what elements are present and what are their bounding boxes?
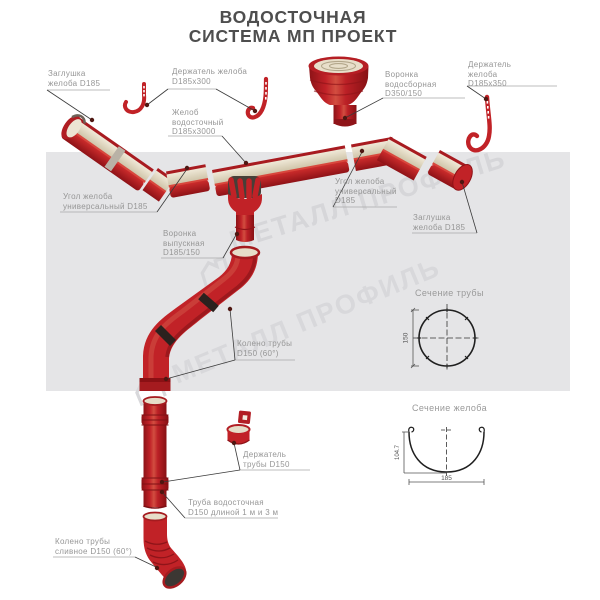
- gutter-hook-1: [123, 82, 147, 115]
- callout-line: Труба водосточная: [188, 498, 264, 507]
- background-band: [46, 152, 570, 391]
- callout-zaglushka-left: Заглушка желоба D185: [48, 69, 100, 88]
- callout-line: универсальный D185: [63, 201, 148, 211]
- pipe-section-title: Сечение трубы: [415, 288, 484, 298]
- outlet-funnel: [228, 176, 262, 242]
- callout-line: водосборная: [385, 79, 437, 89]
- gutter-corner-right-arm: [376, 136, 427, 181]
- callout-line: желоба: [468, 69, 498, 79]
- callout-line: Угол желоба: [335, 177, 385, 186]
- callout-line: D185х3000: [172, 127, 216, 136]
- callout-line: желоба D185: [413, 222, 466, 232]
- callout-line: D185/150: [163, 248, 201, 257]
- callout-voronka-vypusknaya: Воронка выпускная D185/150: [163, 229, 205, 258]
- elbow-assembly: [139, 245, 261, 391]
- callout-derzhatel-300: Держатель желоба D185х300: [172, 67, 247, 86]
- pipe-section-diagram: 150: [403, 304, 481, 372]
- page-title: ВОДОСТОЧНАЯ СИСТЕМА МП ПРОЕКТ: [93, 8, 493, 46]
- callout-line: Угол желоба: [63, 192, 113, 201]
- watermark-logo-icon: [200, 256, 232, 287]
- callout-line: сливное D150 (60°): [55, 546, 133, 556]
- callout-voronka-vodosbornaya: Воронка водосборная D350/150: [385, 70, 437, 99]
- callout-line: водосточный: [172, 117, 224, 127]
- gutter-hook-3: [466, 94, 492, 153]
- callout-truba: Труба водосточная D150 длиной 1 м и 3 м: [188, 498, 278, 517]
- callout-leaders: [46, 85, 487, 568]
- callout-zhelob: Желоб водосточный D185х3000: [172, 108, 224, 137]
- collector-funnel: [308, 56, 369, 127]
- callout-line: трубы D150: [243, 459, 290, 469]
- callout-line: универсальный: [335, 186, 397, 196]
- page-title-line2: СИСТЕМА МП ПРОЕКТ: [188, 26, 398, 46]
- gutter-right-end: [427, 150, 473, 191]
- pipe-section-diameter-label: 150: [403, 332, 410, 343]
- callout-line: желоба D185: [48, 78, 101, 88]
- callout-derzhatel-truby: Держатель трубы D150: [243, 450, 290, 469]
- callout-line: D185: [335, 196, 356, 205]
- callout-ugol-right: Угол желоба универсальный D185: [335, 177, 397, 206]
- callout-line: D185х350: [468, 79, 507, 88]
- callout-dots: [89, 96, 489, 571]
- gutter-section-width-label: 185: [441, 475, 452, 482]
- callout-ugol-left: Угол желоба универсальный D185: [63, 192, 148, 211]
- callout-koleno: Колено трубы D150 (60°): [237, 339, 292, 358]
- callout-line: Воронка: [163, 229, 197, 238]
- callout-line: Держатель: [243, 450, 287, 459]
- gutter-left-run: [61, 114, 154, 191]
- callout-line: Держатель желоба: [172, 67, 248, 76]
- callout-line: Колено трубы: [237, 339, 293, 348]
- callout-derzhatel-350: Держатель желоба D185х350: [468, 60, 511, 89]
- callout-line: Желоб: [172, 108, 199, 117]
- gutter-hook-2: [245, 76, 269, 120]
- gutter-section-title: Сечение желоба: [412, 403, 488, 413]
- callout-line: Колено трубы: [55, 537, 111, 546]
- gutter-section-height-label: 104.7: [395, 444, 401, 460]
- callout-line: D150 длиной 1 м и 3 м: [188, 507, 279, 517]
- callout-line: Заглушка: [48, 69, 86, 78]
- callout-koleno-slivnoe: Колено трубы сливное D150 (60°): [55, 537, 132, 556]
- page-title-line1: ВОДОСТОЧНАЯ: [219, 7, 367, 27]
- callout-line: выпускная: [163, 238, 205, 248]
- callout-line: Держатель: [468, 60, 512, 69]
- drain-elbow: [142, 511, 187, 589]
- callout-line: D150 (60°): [237, 348, 279, 358]
- gutter-section-diagram: 104.7 185: [395, 426, 485, 485]
- downpipe: [141, 396, 169, 509]
- pipe-holder: [226, 410, 251, 445]
- callout-line: D185х300: [172, 76, 211, 86]
- callout-rules: [47, 85, 557, 558]
- callout-line: Воронка: [385, 70, 419, 79]
- callout-line: D350/150: [385, 89, 423, 98]
- callout-zaglushka-right: Заглушка желоба D185: [413, 213, 465, 232]
- callout-line: Заглушка: [413, 213, 451, 222]
